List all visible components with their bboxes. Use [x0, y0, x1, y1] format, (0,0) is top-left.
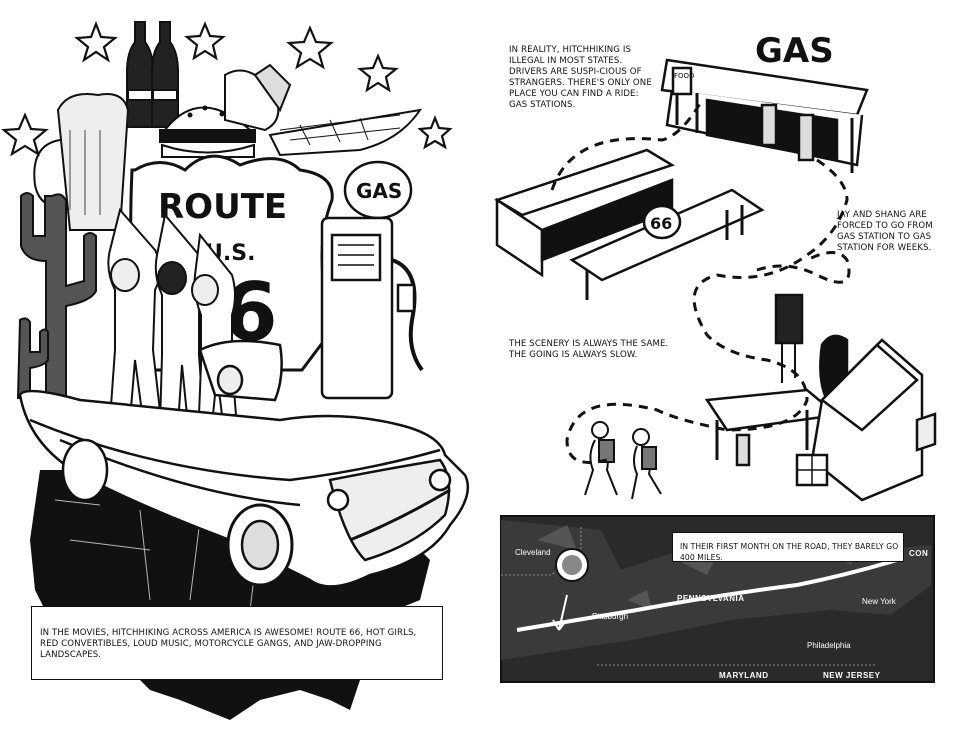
- diner-building: 66: [494, 148, 765, 300]
- burger: [159, 105, 256, 158]
- right-illustration: FOOD GAS 66: [494, 31, 937, 683]
- star-icon: [417, 115, 453, 150]
- map-caption-box: [672, 532, 904, 562]
- map-label-philadelphia: Philadelphia: [807, 641, 851, 650]
- small-gas-station: [704, 334, 937, 502]
- gas-pump: GAS: [320, 160, 424, 400]
- cactus: [16, 192, 97, 402]
- map-label-con: CON: [909, 549, 929, 558]
- waffle-plate: [268, 108, 423, 157]
- right-page: FOOD GAS 66: [477, 0, 954, 738]
- map-label-pittsburgh: Pittsburgh: [592, 612, 629, 621]
- star-icon: [184, 21, 226, 61]
- food-sign-text: FOOD: [674, 72, 694, 80]
- convertible-car: [18, 339, 470, 588]
- map-panel: [500, 515, 935, 683]
- right-side-caption: JAY AND SHANG ARE FORCED TO GO FROM GAS …: [837, 210, 933, 253]
- map-caption: IN THEIR FIRST MONTH ON THE ROAD, THEY B…: [680, 542, 899, 562]
- map-label-maryland: MARYLAND: [719, 671, 769, 680]
- star-icon: [286, 25, 334, 70]
- shield-route-text: ROUTE: [158, 187, 287, 227]
- star-icon: [74, 20, 118, 63]
- star-icon: [1, 112, 49, 157]
- stars-group: [1, 20, 453, 157]
- pump-sign-text: GAS: [356, 179, 402, 203]
- gas-sign-text: GAS: [755, 31, 834, 71]
- soda-bottles: [126, 21, 179, 128]
- hikers: [584, 421, 662, 500]
- star-icon: [357, 53, 399, 93]
- arrow-down-icon: [552, 594, 568, 631]
- left-caption: IN THE MOVIES, HITCHHIKING ACROSS AMERIC…: [40, 628, 417, 660]
- beer-mug: [33, 93, 130, 231]
- map-label-new-jersey: NEW JERSEY: [823, 671, 881, 680]
- left-caption-box: [31, 606, 443, 680]
- gas-station: FOOD GAS: [660, 31, 869, 173]
- map-label-new-york: New York: [862, 597, 896, 606]
- left-page: ROUTE U.S. 6 GAS: [1, 20, 470, 720]
- right-scenery-caption: THE SCENERY IS ALWAYS THE SAME. THE GOIN…: [509, 339, 669, 360]
- right-top-caption: IN REALITY, HITCHHIKING IS ILLEGAL IN MO…: [509, 45, 652, 110]
- map-label-pennsylvania: PENNSYLVANIA: [677, 594, 745, 603]
- route-66-sign-text: 66: [650, 214, 672, 233]
- taco: [224, 63, 292, 132]
- route-dashed-path: [550, 99, 851, 464]
- map-label-cleveland: Cleveland: [515, 548, 551, 557]
- billboard: [774, 293, 804, 383]
